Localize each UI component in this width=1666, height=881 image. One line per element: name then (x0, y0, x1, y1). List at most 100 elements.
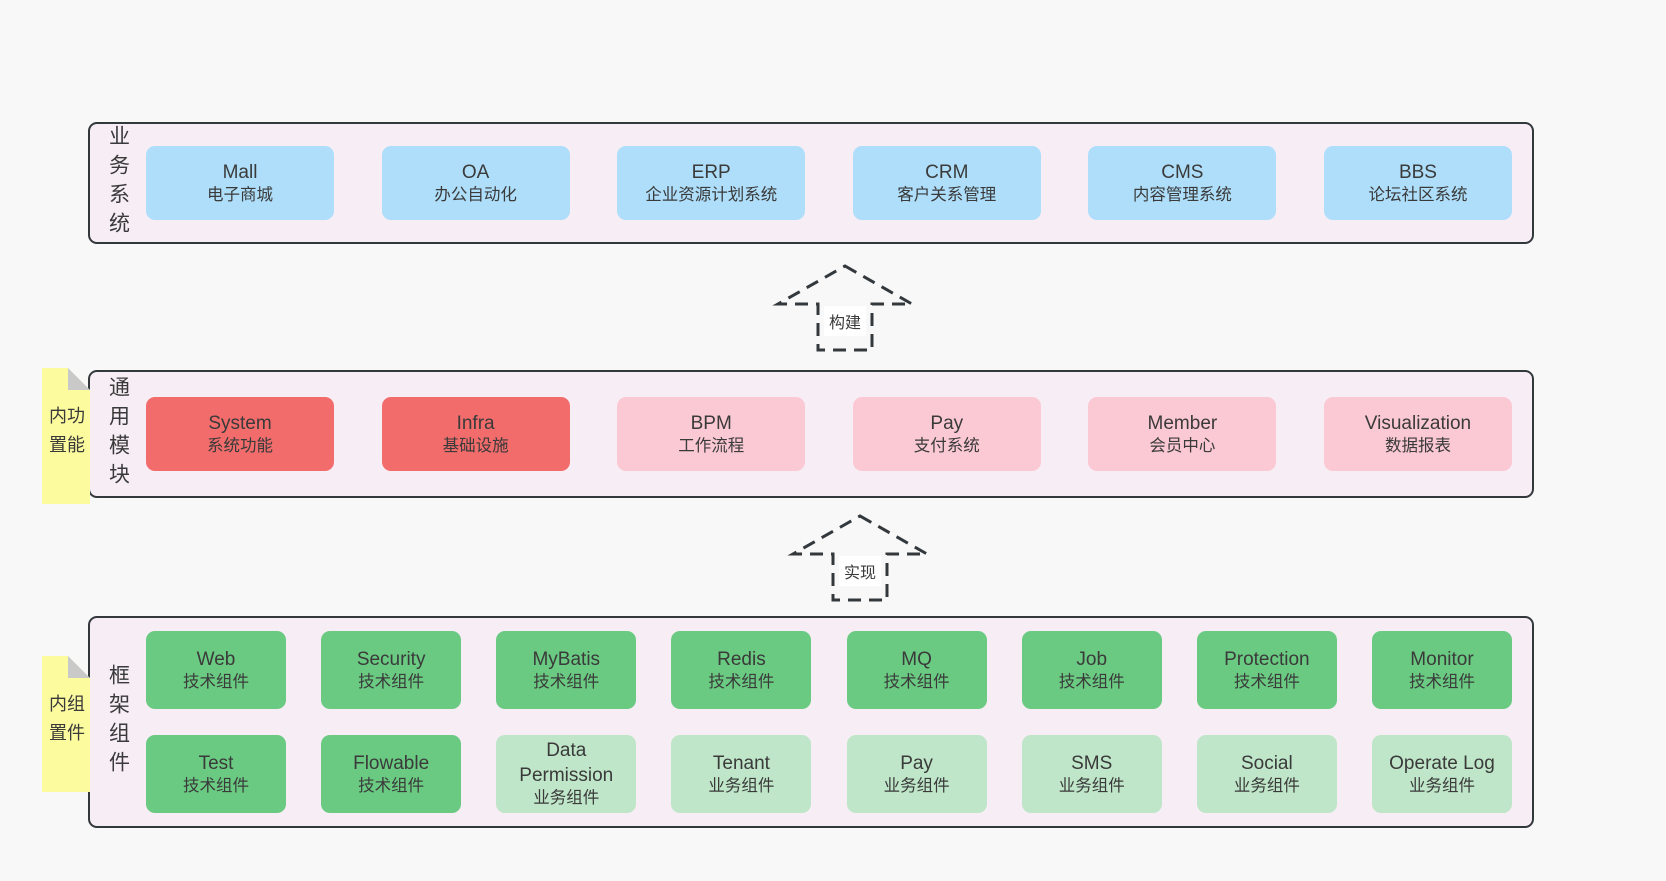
box-subtitle: 基础设施 (442, 436, 509, 455)
box-mq: MQ 技术组件 (846, 631, 987, 709)
box-subtitle: 支付系统 (913, 436, 980, 455)
box-subtitle: 技术组件 (183, 672, 249, 691)
box-subtitle: 系统功能 (207, 436, 273, 455)
box-subtitle: 业务组件 (1058, 776, 1125, 795)
side-label-cell: 通用模块 (90, 372, 146, 496)
box-subtitle: 办公自动化 (434, 185, 517, 204)
box-title: BPM (690, 412, 732, 434)
box-subtitle: 业务组件 (1408, 776, 1475, 795)
box-operate-log: Operate Log 业务组件 (1371, 735, 1512, 813)
box-flowable: Flowable 技术组件 (321, 735, 462, 813)
box-subtitle: 业务组件 (1233, 776, 1300, 795)
box-title: CMS (1161, 161, 1204, 183)
box-title: Flowable (353, 752, 430, 774)
tag-builtin-components: 内置组件 (42, 656, 90, 792)
box-title: Test (198, 752, 234, 774)
side-label-framework: 框架组件 (106, 664, 130, 780)
side-label-modules: 通用模块 (106, 376, 130, 492)
box-job: Job 技术组件 (1021, 631, 1162, 709)
box-oa: OA 办公自动化 (381, 146, 570, 220)
box-title: OA (461, 161, 490, 183)
box-subtitle: 技术组件 (708, 672, 775, 691)
box-monitor: Monitor 技术组件 (1371, 631, 1512, 709)
box-title: Visualization (1364, 412, 1472, 434)
box-title: Member (1147, 412, 1218, 434)
box-title: Social (1240, 752, 1293, 774)
box-title: Security (356, 648, 426, 670)
box-social: Social 业务组件 (1196, 735, 1337, 813)
box-member: Member 会员中心 (1088, 397, 1277, 471)
box-title: CRM (925, 161, 969, 183)
box-bbs: BBS 论坛社区系统 (1323, 146, 1512, 220)
box-title: ERP (691, 161, 731, 183)
arrow-build: 构建 (770, 262, 920, 354)
box-title: Mall (222, 161, 258, 183)
box-title: System (208, 412, 272, 434)
box-title: MQ (901, 648, 932, 670)
box-mall: Mall 电子商城 (146, 146, 334, 220)
box-subtitle: 业务组件 (533, 789, 600, 808)
box-crm: CRM 客户关系管理 (852, 146, 1041, 220)
box-cms: CMS 内容管理系统 (1088, 146, 1277, 220)
box-title: Job (1076, 648, 1108, 670)
box-title: Tenant (712, 752, 770, 774)
box-subtitle: 内容管理系统 (1132, 185, 1232, 204)
box-row: Test 技术组件 Flowable 技术组件 Data Permission 业务组件 T… (146, 735, 1512, 813)
box-subtitle: 会员中心 (1149, 436, 1216, 455)
box-subtitle: 客户关系管理 (897, 185, 997, 204)
box-title: Monitor (1410, 648, 1474, 670)
box-subtitle: 业务组件 (883, 776, 950, 795)
side-label-cell: 框架组件 (90, 618, 146, 826)
box-title: Redis (717, 648, 766, 670)
box-subtitle: 业务组件 (708, 776, 775, 795)
box-subtitle: 工作流程 (678, 436, 745, 455)
arrow-implement-label: 实现 (838, 556, 882, 586)
box-subtitle: 技术组件 (1233, 672, 1300, 691)
box-redis: Redis 技术组件 (671, 631, 812, 709)
box-test: Test 技术组件 (146, 735, 286, 813)
box-title: MyBatis (532, 648, 601, 670)
box-pay: Pay 支付系统 (852, 397, 1041, 471)
box-title: Pay (930, 412, 964, 434)
box-title: Data Permission (519, 740, 614, 787)
box-subtitle: 技术组件 (358, 776, 425, 795)
box-data-permission: Data Permission 业务组件 (496, 735, 637, 813)
box-visualization: Visualization 数据报表 (1323, 397, 1512, 471)
box-subtitle: 论坛社区系统 (1368, 185, 1468, 204)
tag-builtin-features: 内置功能 (42, 368, 90, 504)
box-subtitle: 技术组件 (883, 672, 950, 691)
tag-builtin-components-label: 内置组件 (47, 694, 85, 753)
tag-builtin-features-label: 内置功能 (47, 406, 85, 465)
box-bpm: BPM 工作流程 (617, 397, 806, 471)
box-mybatis: MyBatis 技术组件 (496, 631, 637, 709)
dashed-up-arrow-icon (787, 514, 933, 602)
box-subtitle: 技术组件 (533, 672, 600, 691)
box-system: System 系统功能 (146, 397, 334, 471)
box-title: Protection (1224, 648, 1310, 670)
box-subtitle: 电子商城 (207, 185, 273, 204)
box-subtitle: 数据报表 (1384, 436, 1451, 455)
folded-note-icon (42, 368, 90, 504)
arrow-build-label: 构建 (823, 306, 867, 336)
box-title: Operate Log (1389, 752, 1495, 774)
box-title: BBS (1398, 161, 1437, 183)
box-subtitle: 技术组件 (1408, 672, 1475, 691)
box-subtitle: 技术组件 (1058, 672, 1125, 691)
box-subtitle: 技术组件 (183, 776, 249, 795)
